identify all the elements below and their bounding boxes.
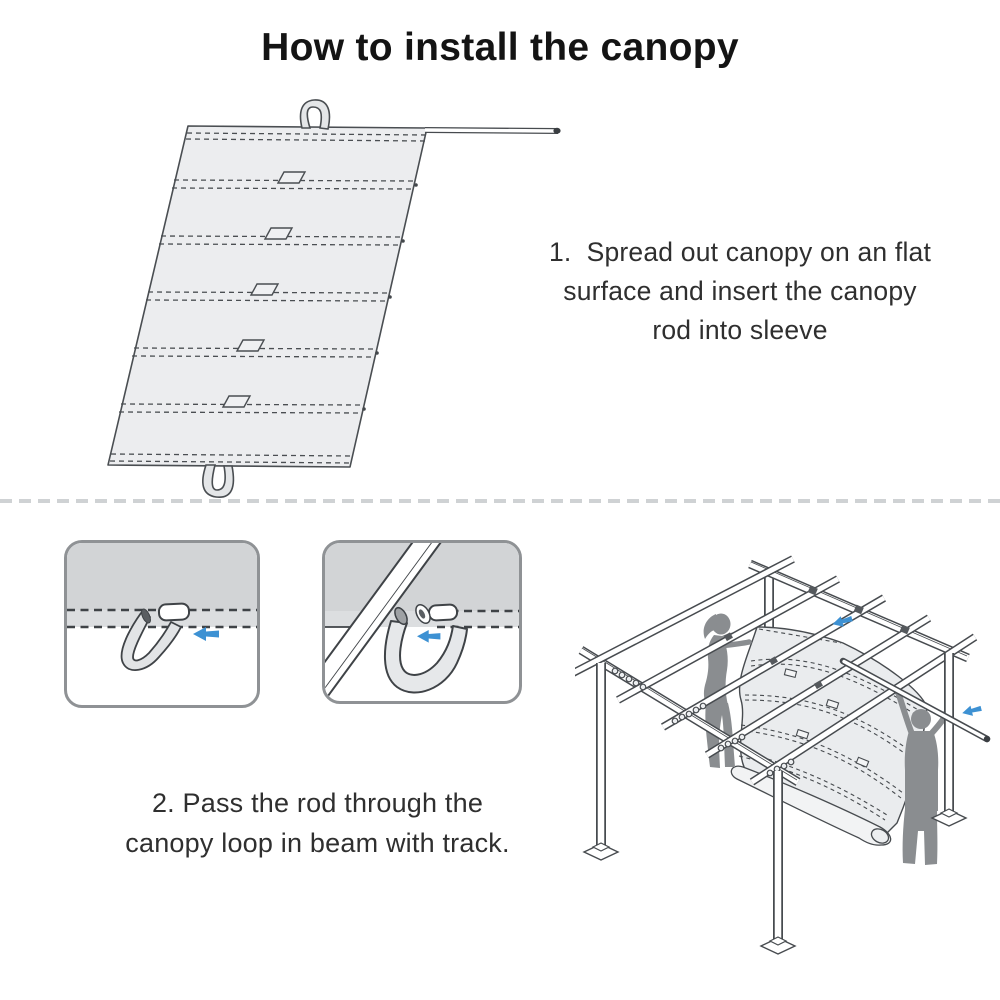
sleeve-tab-loops — [221, 171, 307, 408]
rod-through-loop-illustration — [325, 543, 519, 698]
loop-detail-illustration — [67, 543, 257, 671]
sleeve-opening — [157, 602, 191, 622]
rod-through-loop-detail-card — [322, 540, 522, 704]
pergola-left-post — [582, 663, 620, 861]
pergola-installation-illustration — [575, 555, 991, 955]
pergola-posts — [582, 653, 968, 955]
canopy-flat-illustration — [107, 99, 561, 498]
step-2-line: 2. Pass the rod through the — [151, 788, 484, 818]
gathered-fabric-roll — [730, 765, 892, 846]
step-1-line: 1. Spread out canopy on an flat — [548, 237, 932, 267]
arrow-left-icon — [417, 630, 441, 643]
arrow-left-icon — [962, 705, 982, 716]
top-sleeve-seam — [185, 132, 427, 142]
canopy-top-loop — [299, 99, 331, 130]
pergola-front-post — [759, 771, 797, 955]
canopy-loop — [383, 620, 468, 694]
rod-cross-section — [394, 606, 408, 626]
loop-attach-point — [141, 608, 151, 624]
fabric-panel — [67, 543, 257, 610]
sleeve-bands — [118, 171, 418, 414]
step-1-line: rod into sleeve — [652, 315, 828, 345]
fabric-tab-loops — [783, 668, 870, 768]
canopy-rod — [424, 127, 561, 134]
canopy-bottom-loop — [202, 464, 235, 498]
arrow-left-icon — [193, 627, 219, 641]
track-beam-rod — [325, 543, 442, 698]
section-divider — [0, 499, 1000, 503]
sleeve-opening — [428, 603, 459, 622]
step-2-line: canopy loop in beam with track. — [125, 828, 510, 858]
bottom-sleeve-seam — [109, 453, 353, 464]
pergola-right-post — [930, 653, 968, 827]
rod-cross-section-core — [418, 609, 426, 619]
arrow-left-icon — [832, 616, 853, 627]
page-title: How to install the canopy — [261, 26, 739, 69]
person-silhouette-right — [894, 688, 950, 865]
loop-detail-card — [64, 540, 260, 708]
canopy-rod-handheld — [839, 657, 991, 743]
canopy-sheet — [107, 125, 428, 468]
step-2-instruction: 2. Pass the rod through the canopy loop … — [65, 783, 570, 863]
step-1-instruction: 1. Spread out canopy on an flat surface … — [500, 233, 980, 350]
canopy-loop — [120, 612, 182, 671]
edge-tick-marks — [362, 183, 418, 411]
step-1-line: surface and insert the canopy — [563, 276, 917, 306]
track-rings — [611, 667, 795, 777]
beam-clips — [723, 585, 910, 690]
